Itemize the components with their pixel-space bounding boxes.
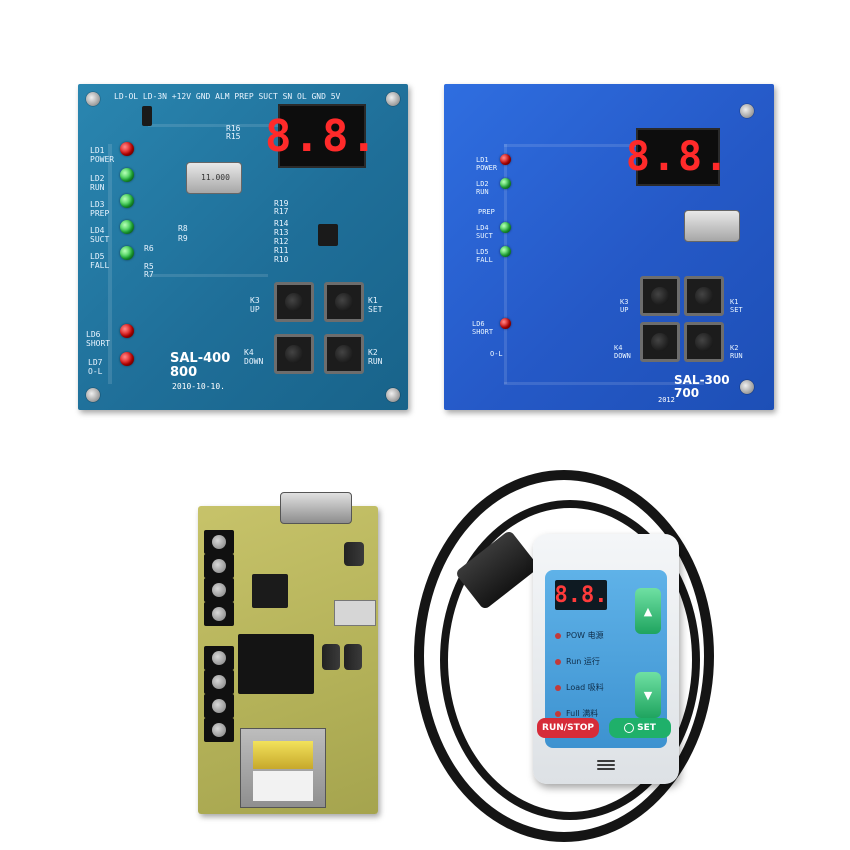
screw-icon xyxy=(86,92,100,106)
led-label: LD4 SUCT xyxy=(90,226,110,244)
screw-icon xyxy=(740,380,754,394)
header-pin-labels: LD-OL LD-3N +12V GND ALM PREP SUCT SN OL… xyxy=(114,92,341,101)
led-short xyxy=(120,324,134,338)
screw-terminal xyxy=(204,554,234,578)
relay-large xyxy=(238,634,314,694)
handheld-controller: 8.8. POW 电源 Run 运行 Load 吸料 Full 满料 ▲ ▼ R… xyxy=(533,534,679,784)
cable-loop xyxy=(414,470,714,842)
seven-segment-display: 8.8. xyxy=(265,104,377,168)
board-model-label: SAL-300 700 xyxy=(674,373,730,400)
control-board-sal-400: LD-OL LD-3N +12V GND ALM PREP SUCT SN OL… xyxy=(78,84,408,410)
led-run xyxy=(120,168,134,182)
button-run[interactable] xyxy=(684,322,724,362)
up-button[interactable]: ▲ xyxy=(635,588,661,634)
speaker-grille xyxy=(597,760,615,770)
led-label: LD5 FALL xyxy=(90,252,110,270)
db9-connector xyxy=(280,492,352,524)
screw-icon xyxy=(386,388,400,402)
screw-terminal xyxy=(204,670,234,694)
button-set[interactable] xyxy=(324,282,364,322)
seven-segment-display: 8.8. xyxy=(626,128,728,186)
screw-icon xyxy=(740,104,754,118)
status-row: POW 电源 xyxy=(555,630,604,641)
led-overload xyxy=(120,352,134,366)
ic-chip xyxy=(318,224,338,246)
led-suct xyxy=(500,222,511,233)
led-label: LD7 O-L xyxy=(88,358,103,376)
led-suct xyxy=(120,220,134,234)
led-fall xyxy=(500,246,511,257)
button-set[interactable] xyxy=(684,276,724,316)
led-label: LD2 RUN xyxy=(90,174,105,192)
clock-icon xyxy=(624,723,635,733)
status-dot-icon xyxy=(555,632,561,639)
transistor xyxy=(142,106,152,126)
capacitor xyxy=(344,644,362,670)
transformer xyxy=(240,728,326,808)
screw-terminal xyxy=(204,602,234,626)
relay-power-board xyxy=(198,492,378,814)
screw-terminal xyxy=(204,646,234,670)
board-date-label: 2012 xyxy=(658,396,675,404)
status-row: Load 吸料 xyxy=(555,682,604,693)
up-arrow-icon: ▲ xyxy=(643,604,653,618)
screw-terminal xyxy=(204,578,234,602)
led-label: LD1 POWER xyxy=(90,146,115,164)
led-power xyxy=(120,142,134,156)
status-dot-icon xyxy=(555,684,561,691)
screw-terminal xyxy=(204,694,234,718)
crystal-oscillator xyxy=(684,210,740,242)
screw-icon xyxy=(386,92,400,106)
relay-small xyxy=(252,574,288,608)
heatsink xyxy=(334,600,376,626)
down-arrow-icon: ▼ xyxy=(643,688,653,702)
screw-icon xyxy=(86,388,100,402)
led-power xyxy=(500,154,511,165)
led-run xyxy=(500,178,511,189)
down-button[interactable]: ▼ xyxy=(635,672,661,718)
led-label: LD6 SHORT xyxy=(86,330,111,348)
screw-terminal xyxy=(204,530,234,554)
status-dot-icon xyxy=(555,658,561,665)
cable-loop xyxy=(440,500,700,820)
crystal-oscillator: 11.000 xyxy=(186,162,242,194)
capacitor xyxy=(344,542,364,566)
board-model-label: SAL-400 800 xyxy=(170,351,231,380)
button-up[interactable] xyxy=(640,276,680,316)
capacitor xyxy=(322,644,340,670)
screw-terminal xyxy=(204,718,234,742)
set-button[interactable]: SET xyxy=(609,718,671,738)
board-date-label: 2010-10-10. xyxy=(172,382,225,391)
button-down[interactable] xyxy=(640,322,680,362)
run-stop-button[interactable]: RUN/STOP xyxy=(537,718,599,738)
controller-display: 8.8. xyxy=(555,580,608,610)
led-label: LD3 PREP xyxy=(90,200,110,218)
button-up[interactable] xyxy=(274,282,314,322)
status-dot-icon xyxy=(555,710,561,717)
control-board-sal-300: LD1 POWER LD2 RUN PREP LD4 SUCT LD5 FALL… xyxy=(444,84,774,410)
led-short xyxy=(500,318,511,329)
button-down[interactable] xyxy=(274,334,314,374)
button-run[interactable] xyxy=(324,334,364,374)
status-row: Full 满料 xyxy=(555,708,598,719)
led-prep xyxy=(120,194,134,208)
led-fall xyxy=(120,246,134,260)
status-row: Run 运行 xyxy=(555,656,600,667)
